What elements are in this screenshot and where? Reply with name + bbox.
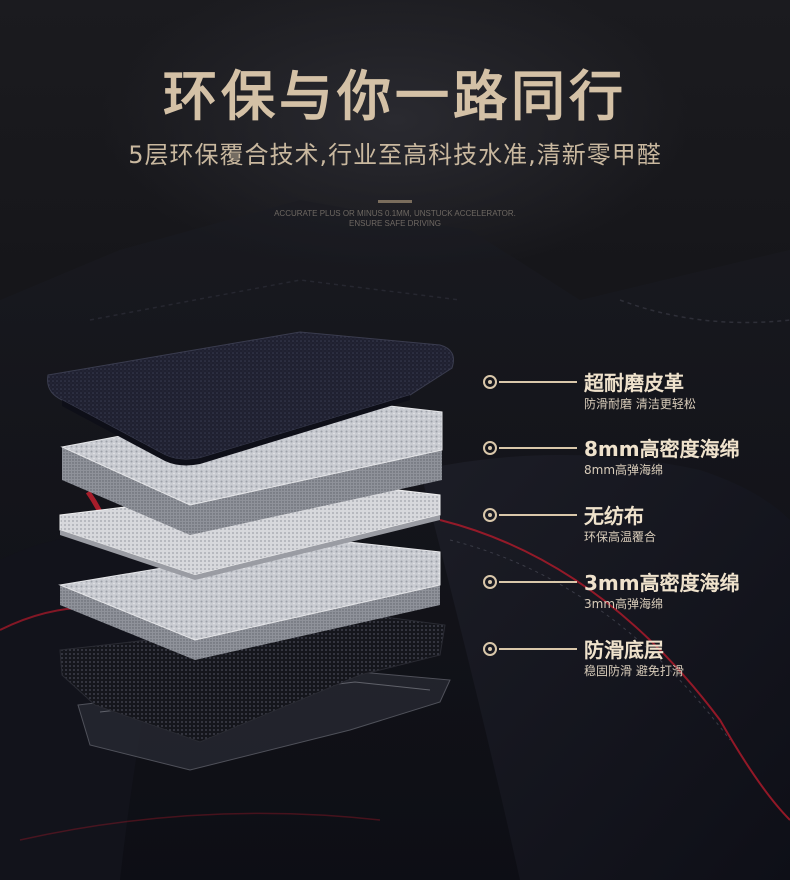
layer-desc: 3mm高弹海绵 [584,597,664,611]
layer-anti-slip-bottom [59,614,446,743]
layer-desc: 防滑耐磨 清洁更轻松 [584,397,696,411]
target-dot-icon [483,375,497,389]
layer-name: 无纺布 [584,504,644,528]
layer-desc: 稳固防滑 避免打滑 [584,664,684,678]
leader-line [499,514,577,516]
layer-desc: 环保高温覆合 [584,530,657,544]
tagline-line-1: ACCURATE PLUS OR MINUS 0.1MM, UNSTUCK AC… [274,209,516,218]
leader-line [499,447,577,449]
tagline-line-2: ENSURE SAFE DRIVING [348,219,441,228]
layer-label-anti-slip: 防滑底层 稳固防滑 避免打滑 [483,638,783,682]
page-title: 环保与你一路同行 [163,65,627,128]
layer-name: 超耐磨皮革 [584,371,684,395]
layer-name: 3mm高密度海绵 [584,571,740,595]
layer-8mm-foam [60,397,443,535]
leader-line [499,581,577,583]
target-dot-icon [483,508,497,522]
leader-line [499,648,577,650]
page-subtitle: 5层环保覆合技术,行业至高科技水准,清新零甲醛 [128,141,662,169]
target-dot-icon [483,441,497,455]
english-tagline: ACCURATE PLUS OR MINUS 0.1MM, UNSTUCK AC… [0,209,790,229]
title-divider [378,200,412,203]
leader-line [499,381,577,383]
layer-label-non-woven: 无纺布 环保高温覆合 [483,504,783,548]
target-dot-icon [483,642,497,656]
layer-desc: 8mm高弹海绵 [584,463,664,477]
layer-3mm-foam [58,539,441,660]
layer-label-8mm-foam: 8mm高密度海绵 8mm高弹海绵 [483,437,783,481]
layer-label-3mm-foam: 3mm高密度海绵 3mm高弹海绵 [483,571,783,615]
layer-label-leather: 超耐磨皮革 防滑耐磨 清洁更轻松 [483,371,783,415]
layer-name: 防滑底层 [584,638,664,662]
target-dot-icon [483,575,497,589]
layer-wear-resistant-leather [47,331,454,466]
layer-name: 8mm高密度海绵 [584,437,740,461]
